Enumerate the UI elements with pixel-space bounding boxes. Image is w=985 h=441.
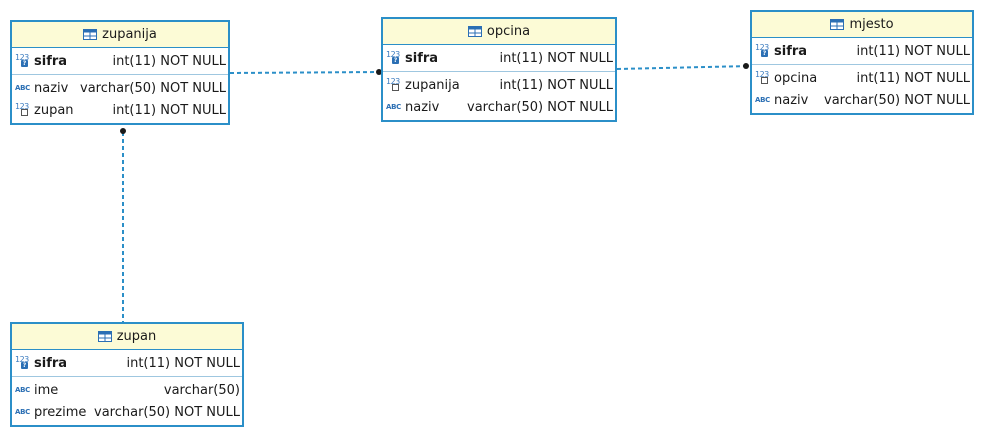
column-type: varchar(50): [163, 382, 240, 398]
column-row[interactable]: 123 zupan int(11) NOT NULL: [12, 99, 228, 121]
table-title: mjesto: [849, 17, 894, 32]
column-row[interactable]: ABC naziv varchar(50) NOT NULL: [12, 77, 228, 99]
text-column-icon: ABC: [755, 96, 770, 104]
link-zupanija-zupan-end-dot: [120, 128, 126, 134]
column-name: sifra: [34, 53, 68, 69]
table-title: zupanija: [102, 27, 157, 42]
column-name: naziv: [405, 99, 440, 115]
table-icon: [83, 29, 98, 40]
column-row[interactable]: 123 zupanija int(11) NOT NULL: [383, 74, 615, 96]
column-name: sifra: [405, 50, 439, 66]
column-name: ime: [34, 382, 59, 398]
column-row[interactable]: 123 opcina int(11) NOT NULL: [752, 67, 972, 89]
numeric-fk-icon: 123: [15, 102, 32, 117]
column-type: varchar(50) NOT NULL: [94, 404, 240, 420]
column-name: zupan: [34, 102, 74, 118]
text-column-icon: ABC: [15, 84, 30, 92]
column-name: naziv: [34, 80, 69, 96]
link-opcina-mjesto[interactable]: [616, 65, 752, 70]
column-row[interactable]: ABC naziv varchar(50) NOT NULL: [383, 96, 615, 118]
column-row[interactable]: 123? sifra int(11) NOT NULL: [12, 352, 242, 374]
columns-section: ABC naziv varchar(50) NOT NULL 123 zupan…: [12, 75, 228, 123]
column-type: int(11) NOT NULL: [856, 70, 970, 86]
column-name: zupanija: [405, 77, 460, 93]
link-zupanija-opcina-end-dot: [376, 69, 382, 75]
link-opcina-mjesto-end-dot: [743, 63, 749, 69]
text-column-icon: ABC: [15, 408, 30, 416]
table-header[interactable]: opcina: [383, 19, 615, 45]
column-type: int(11) NOT NULL: [126, 355, 240, 371]
column-row[interactable]: 123? sifra int(11) NOT NULL: [752, 40, 972, 62]
table-zupanija[interactable]: zupanija 123? sifra int(11) NOT NULL ABC…: [10, 20, 230, 125]
column-type: int(11) NOT NULL: [499, 77, 613, 93]
column-name: naziv: [774, 92, 809, 108]
primary-key-section: 123? sifra int(11) NOT NULL: [12, 48, 228, 75]
table-title: opcina: [486, 24, 531, 39]
table-header[interactable]: mjesto: [752, 12, 972, 38]
text-column-icon: ABC: [15, 386, 30, 394]
column-row[interactable]: 123? sifra int(11) NOT NULL: [383, 47, 615, 69]
primary-key-section: 123? sifra int(11) NOT NULL: [752, 38, 972, 65]
table-header[interactable]: zupan: [12, 324, 242, 350]
numeric-key-icon: 123?: [15, 53, 29, 67]
column-name: sifra: [774, 43, 808, 59]
table-mjesto[interactable]: mjesto 123? sifra int(11) NOT NULL 123 o…: [750, 10, 974, 115]
text-column-icon: ABC: [386, 103, 401, 111]
numeric-fk-icon: 123: [755, 70, 772, 85]
numeric-key-icon: 123?: [15, 355, 29, 369]
table-title: zupan: [116, 329, 157, 344]
numeric-key-icon: 123?: [386, 50, 400, 64]
column-row[interactable]: ABC prezime varchar(50) NOT NULL: [12, 401, 242, 423]
table-zupan[interactable]: zupan 123? sifra int(11) NOT NULL ABC im…: [10, 322, 244, 427]
columns-section: 123 zupanija int(11) NOT NULL ABC naziv …: [383, 72, 615, 120]
columns-section: ABC ime varchar(50) ABC prezime varchar(…: [12, 377, 242, 425]
numeric-fk-icon: 123: [386, 77, 403, 92]
column-name: opcina: [774, 70, 818, 86]
table-icon: [467, 26, 482, 37]
column-type: varchar(50) NOT NULL: [467, 99, 613, 115]
column-type: int(11) NOT NULL: [112, 53, 226, 69]
column-type: int(11) NOT NULL: [112, 102, 226, 118]
column-type: int(11) NOT NULL: [856, 43, 970, 59]
column-row[interactable]: ABC ime varchar(50): [12, 379, 242, 401]
column-type: int(11) NOT NULL: [499, 50, 613, 66]
primary-key-section: 123? sifra int(11) NOT NULL: [12, 350, 242, 377]
table-icon: [97, 331, 112, 342]
numeric-key-icon: 123?: [755, 43, 769, 57]
column-row[interactable]: ABC naziv varchar(50) NOT NULL: [752, 89, 972, 111]
column-row[interactable]: 123? sifra int(11) NOT NULL: [12, 50, 228, 72]
column-type: varchar(50) NOT NULL: [824, 92, 970, 108]
column-name: prezime: [34, 404, 87, 420]
columns-section: 123 opcina int(11) NOT NULL ABC naziv va…: [752, 65, 972, 113]
table-icon: [830, 19, 845, 30]
column-name: sifra: [34, 355, 68, 371]
table-opcina[interactable]: opcina 123? sifra int(11) NOT NULL 123 z…: [381, 17, 617, 122]
primary-key-section: 123? sifra int(11) NOT NULL: [383, 45, 615, 72]
table-header[interactable]: zupanija: [12, 22, 228, 48]
link-zupanija-opcina[interactable]: [229, 71, 381, 74]
column-type: varchar(50) NOT NULL: [80, 80, 226, 96]
